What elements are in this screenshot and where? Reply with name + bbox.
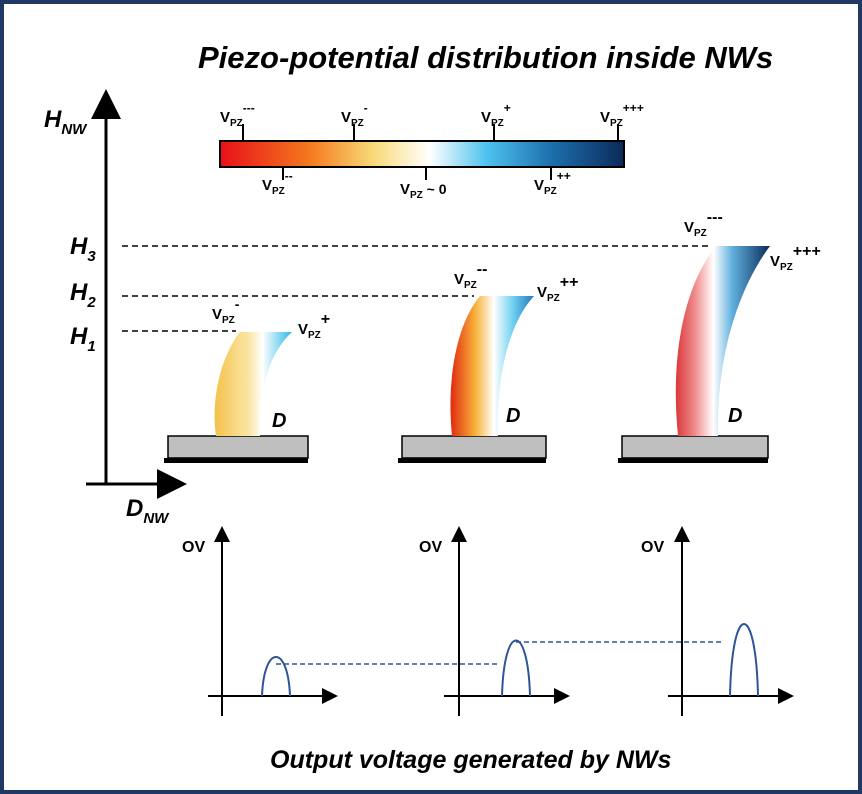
nanowire-3 [675, 246, 770, 436]
ov-pulse [261, 656, 291, 697]
ov-pulse [729, 623, 759, 697]
nanowire-2-left-label: VPZ-- [454, 261, 487, 291]
colorbar-label-bottom: VPZ ~ 0 [400, 181, 447, 201]
diameter-label: D [728, 405, 742, 427]
nanowire-3-left-label: VPZ--- [684, 209, 723, 239]
level-label-h3: H3 [70, 233, 96, 265]
colorbar-label-top: VPZ--- [220, 101, 255, 129]
colorbar-label-top: VPZ+++ [600, 101, 644, 129]
level-label-h2: H2 [70, 279, 96, 311]
colorbar-label-bottom: VPZ++ [534, 169, 571, 197]
colorbar-label-bottom: VPZ-- [262, 169, 293, 197]
colorbar [219, 140, 625, 168]
figure-footer: Output voltage generated by NWs [270, 746, 672, 774]
ov-plot-2: OV [419, 526, 570, 716]
nanowire-1-left-label: VPZ- [212, 296, 240, 326]
y-axis-label: HNW [44, 106, 88, 138]
substrate [398, 435, 547, 463]
nanowire-2 [450, 296, 534, 436]
nanowire-3-right-label: VPZ+++ [770, 243, 821, 273]
colorbar-label-top: VPZ+ [481, 101, 511, 129]
colorbar-label-top: VPZ- [341, 101, 368, 129]
nanowire-1 [214, 332, 292, 436]
x-axis-label: DNW [126, 495, 170, 527]
substrate [618, 435, 769, 463]
figure-title: Piezo-potential distribution inside NWs [198, 40, 774, 75]
ov-pulse [501, 639, 531, 697]
ov-label: OV [419, 539, 442, 556]
nanowire-1-right-label: VPZ+ [298, 311, 330, 341]
ov-label: OV [641, 539, 664, 556]
diagram-canvas: HNW DNW H3 H2 H1 VPZ--- VPZ- VPZ+ VPZ+++… [44, 89, 821, 716]
nanowire-2-right-label: VPZ++ [537, 274, 578, 304]
level-label-h1: H1 [70, 323, 96, 355]
ov-plot-3: OV [641, 526, 794, 716]
diameter-label: D [272, 410, 286, 432]
diameter-label: D [506, 405, 520, 427]
substrate [164, 435, 309, 463]
ov-plot-1: OV [182, 526, 338, 716]
ov-label: OV [182, 539, 205, 556]
